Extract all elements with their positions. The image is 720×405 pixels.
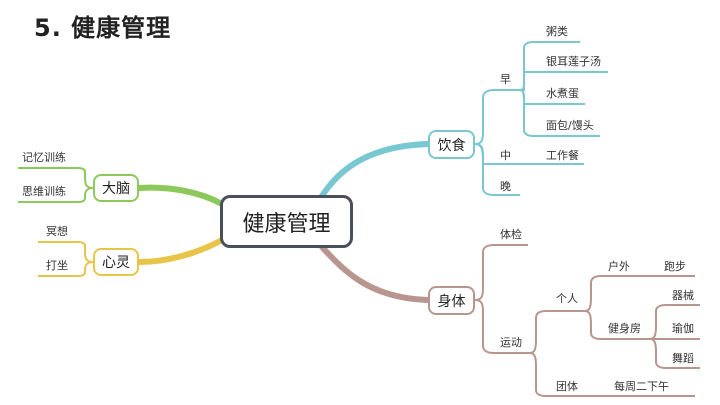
subtopic-personal[interactable]: 个人 — [556, 292, 578, 305]
subtopic-breakfast[interactable]: 早 — [500, 73, 511, 86]
subtopic-gym[interactable]: 健身房 — [608, 322, 641, 335]
leaf-bread[interactable]: 面包/馒头 — [546, 119, 594, 132]
leaf-thinking-training[interactable]: 思维训练 — [22, 185, 66, 198]
leaf-boiled-egg[interactable]: 水煮蛋 — [546, 87, 579, 100]
branch-food — [319, 141, 431, 199]
subtopic-exercise[interactable]: 运动 — [500, 336, 522, 349]
leaf-work-meal[interactable]: 工作餐 — [546, 149, 579, 162]
leaf-yoga[interactable]: 瑜伽 — [672, 322, 694, 335]
central-topic[interactable]: 健康管理 — [220, 195, 353, 248]
leaf-lotus-soup[interactable]: 银耳莲子汤 — [546, 55, 601, 68]
leaf-meditation[interactable]: 冥想 — [46, 225, 68, 238]
leaf-tuesday-afternoon[interactable]: 每周二下午 — [614, 380, 669, 393]
page-title: 5. 健康管理 — [34, 14, 172, 42]
leaf-dance[interactable]: 舞蹈 — [672, 352, 694, 365]
subtopic-dinner[interactable]: 晚 — [500, 180, 511, 193]
subtopic-checkup[interactable]: 体检 — [500, 228, 522, 241]
topic-food[interactable]: 饮食 — [428, 130, 475, 159]
branch-brain — [136, 184, 225, 207]
subtopic-group[interactable]: 团体 — [556, 380, 578, 393]
branch-body — [319, 244, 431, 303]
leaf-sitting-meditation[interactable]: 打坐 — [46, 259, 68, 272]
subtopic-outdoor[interactable]: 户外 — [608, 260, 630, 273]
subtopic-lunch[interactable]: 中 — [500, 149, 511, 162]
leaf-porridge[interactable]: 粥类 — [546, 25, 568, 38]
topic-body[interactable]: 身体 — [428, 286, 475, 315]
branch-heart — [136, 237, 225, 265]
topic-brain[interactable]: 大脑 — [93, 174, 139, 202]
leaf-equipment[interactable]: 器械 — [672, 289, 694, 302]
leaf-running[interactable]: 跑步 — [664, 260, 686, 273]
leaf-memory-training[interactable]: 记忆训练 — [22, 151, 66, 164]
topic-heart[interactable]: 心灵 — [93, 248, 139, 276]
